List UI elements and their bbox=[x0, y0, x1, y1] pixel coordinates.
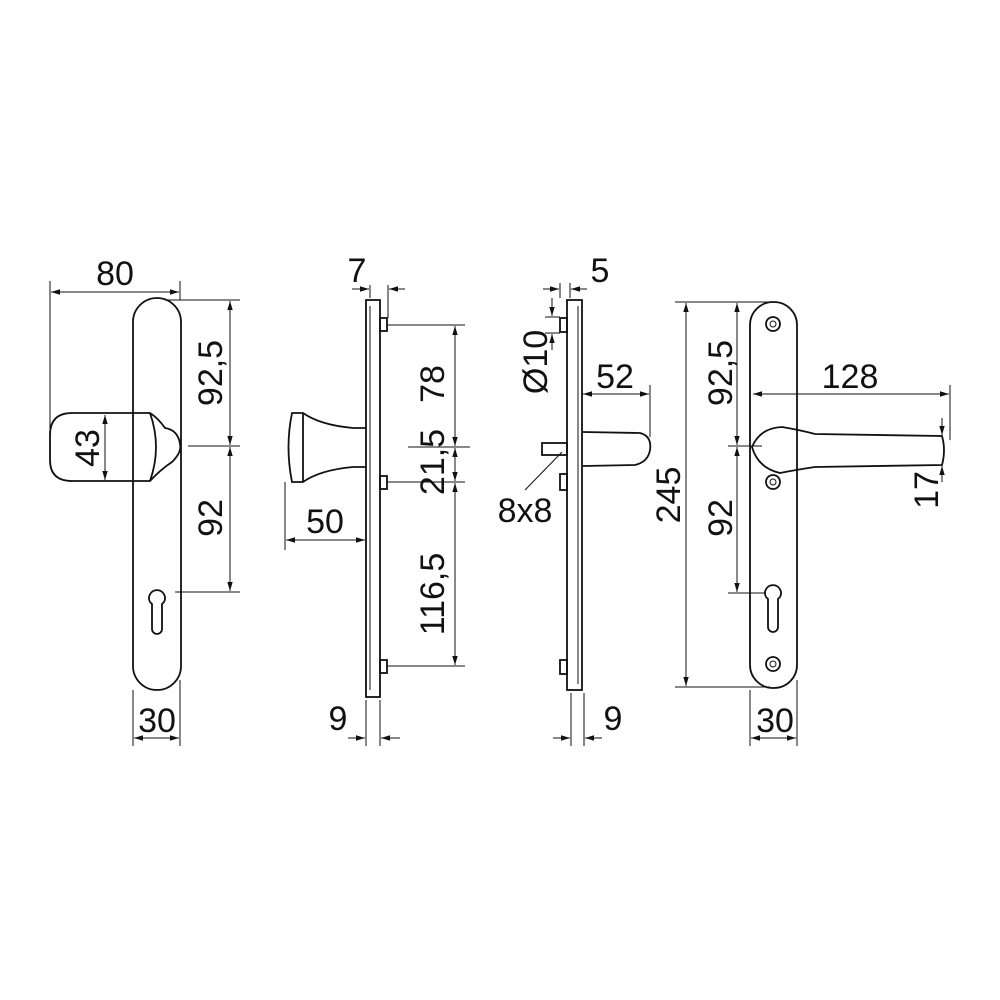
front-view-lever: 245 92,5 92 128 17 30 bbox=[650, 301, 951, 746]
dim-plate-thickness: 5 bbox=[591, 252, 610, 290]
dim-pin-diameter: Ø10 bbox=[517, 330, 555, 394]
knob-edge bbox=[149, 412, 157, 482]
dim-spindle: 8x8 bbox=[498, 492, 553, 530]
dim-spindle-offset: 21,5 bbox=[414, 429, 452, 495]
dim-width: 80 bbox=[96, 255, 134, 293]
dim-plate-width: 30 bbox=[138, 702, 176, 740]
side-view-knob: 7 78 21,5 116,5 50 9 bbox=[284, 252, 470, 746]
backplate-side bbox=[365, 299, 381, 698]
dim-knob-height: 43 bbox=[69, 429, 107, 467]
dim-lower: 92 bbox=[192, 499, 230, 537]
dim-projection: 52 bbox=[596, 358, 634, 396]
backplate bbox=[749, 301, 798, 689]
side-view-lever: 5 Ø10 52 8x8 9 bbox=[498, 252, 652, 746]
dim-plate-thickness: 7 bbox=[348, 252, 367, 290]
lever bbox=[751, 426, 945, 474]
keyhole bbox=[148, 589, 166, 635]
lever-side bbox=[582, 431, 652, 467]
dim-projection: 50 bbox=[306, 503, 344, 541]
dim-pin-to-spindle: 78 bbox=[414, 365, 452, 403]
spindle bbox=[541, 442, 568, 456]
knob-side bbox=[287, 412, 366, 483]
backplate bbox=[132, 297, 182, 691]
front-view-knob: 80 92,5 92 43 30 bbox=[49, 255, 240, 746]
dim-upper: 92,5 bbox=[192, 340, 230, 406]
dim-lever-length: 128 bbox=[822, 358, 879, 396]
dim-upper: 92,5 bbox=[702, 340, 740, 406]
dim-lower: 92 bbox=[702, 499, 740, 537]
keyhole bbox=[764, 584, 782, 633]
dim-height: 245 bbox=[650, 467, 688, 524]
dim-base-depth: 9 bbox=[604, 700, 623, 738]
dim-base-depth: 9 bbox=[329, 700, 348, 738]
backplate-side bbox=[566, 299, 583, 691]
dim-lever-tip: 17 bbox=[908, 471, 946, 509]
dim-pin-to-pin: 116,5 bbox=[414, 553, 452, 636]
dim-plate-width: 30 bbox=[756, 702, 794, 740]
